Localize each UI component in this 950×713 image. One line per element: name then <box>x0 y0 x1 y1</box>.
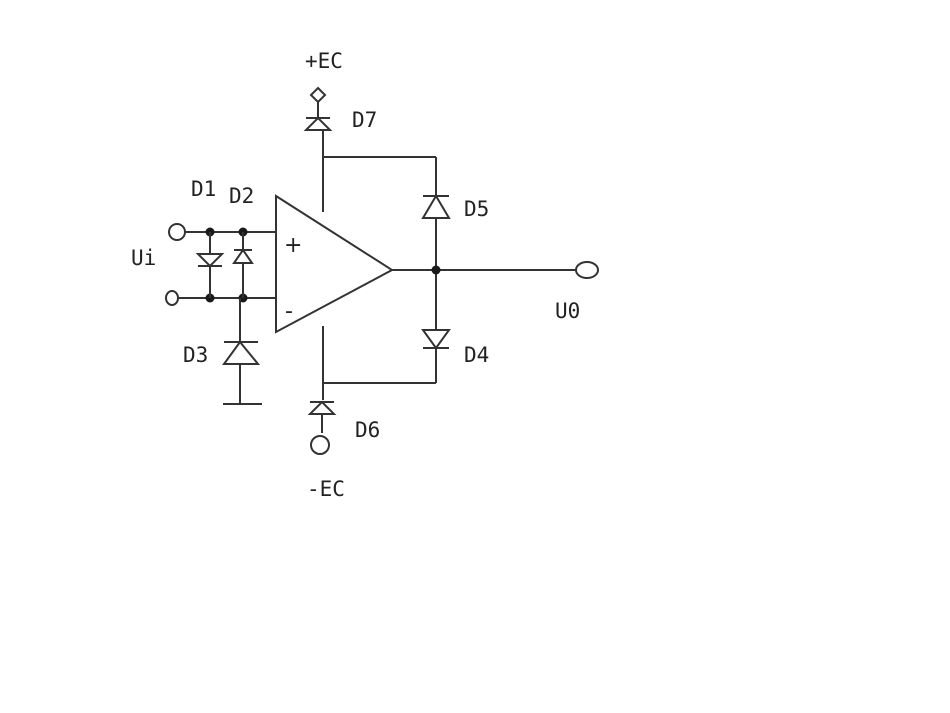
diode-d5 <box>421 194 451 219</box>
diode-d2 <box>232 248 254 264</box>
label-d4: D4 <box>464 343 489 367</box>
diode-d7 <box>303 116 333 131</box>
negative-supply-terminal <box>310 435 330 455</box>
label-uo: U0 <box>555 299 580 323</box>
label-d1: D1 <box>191 177 216 201</box>
diode-d1 <box>195 253 225 268</box>
positive-supply-terminal <box>309 86 327 104</box>
non-inverting-input-sign: + <box>284 233 302 258</box>
diode-d6 <box>307 400 337 415</box>
diode-d3 <box>222 340 261 365</box>
label-d3: D3 <box>183 343 208 367</box>
label-d5: D5 <box>464 197 489 221</box>
input-terminal-top <box>168 223 186 241</box>
label-d2: D2 <box>229 184 254 208</box>
op-amp <box>275 194 394 334</box>
output-terminal <box>575 261 599 279</box>
label-d7: D7 <box>352 108 377 132</box>
label-d6: D6 <box>355 418 380 442</box>
label-ui: Ui <box>131 246 156 270</box>
inverting-input-sign: - <box>285 299 293 324</box>
label-plus-ec: +EC <box>305 49 343 73</box>
diode-d4 <box>421 329 451 350</box>
label-minus-ec: -EC <box>307 477 345 501</box>
input-terminal-bottom <box>165 290 179 306</box>
output-junction-dot <box>431 265 441 275</box>
